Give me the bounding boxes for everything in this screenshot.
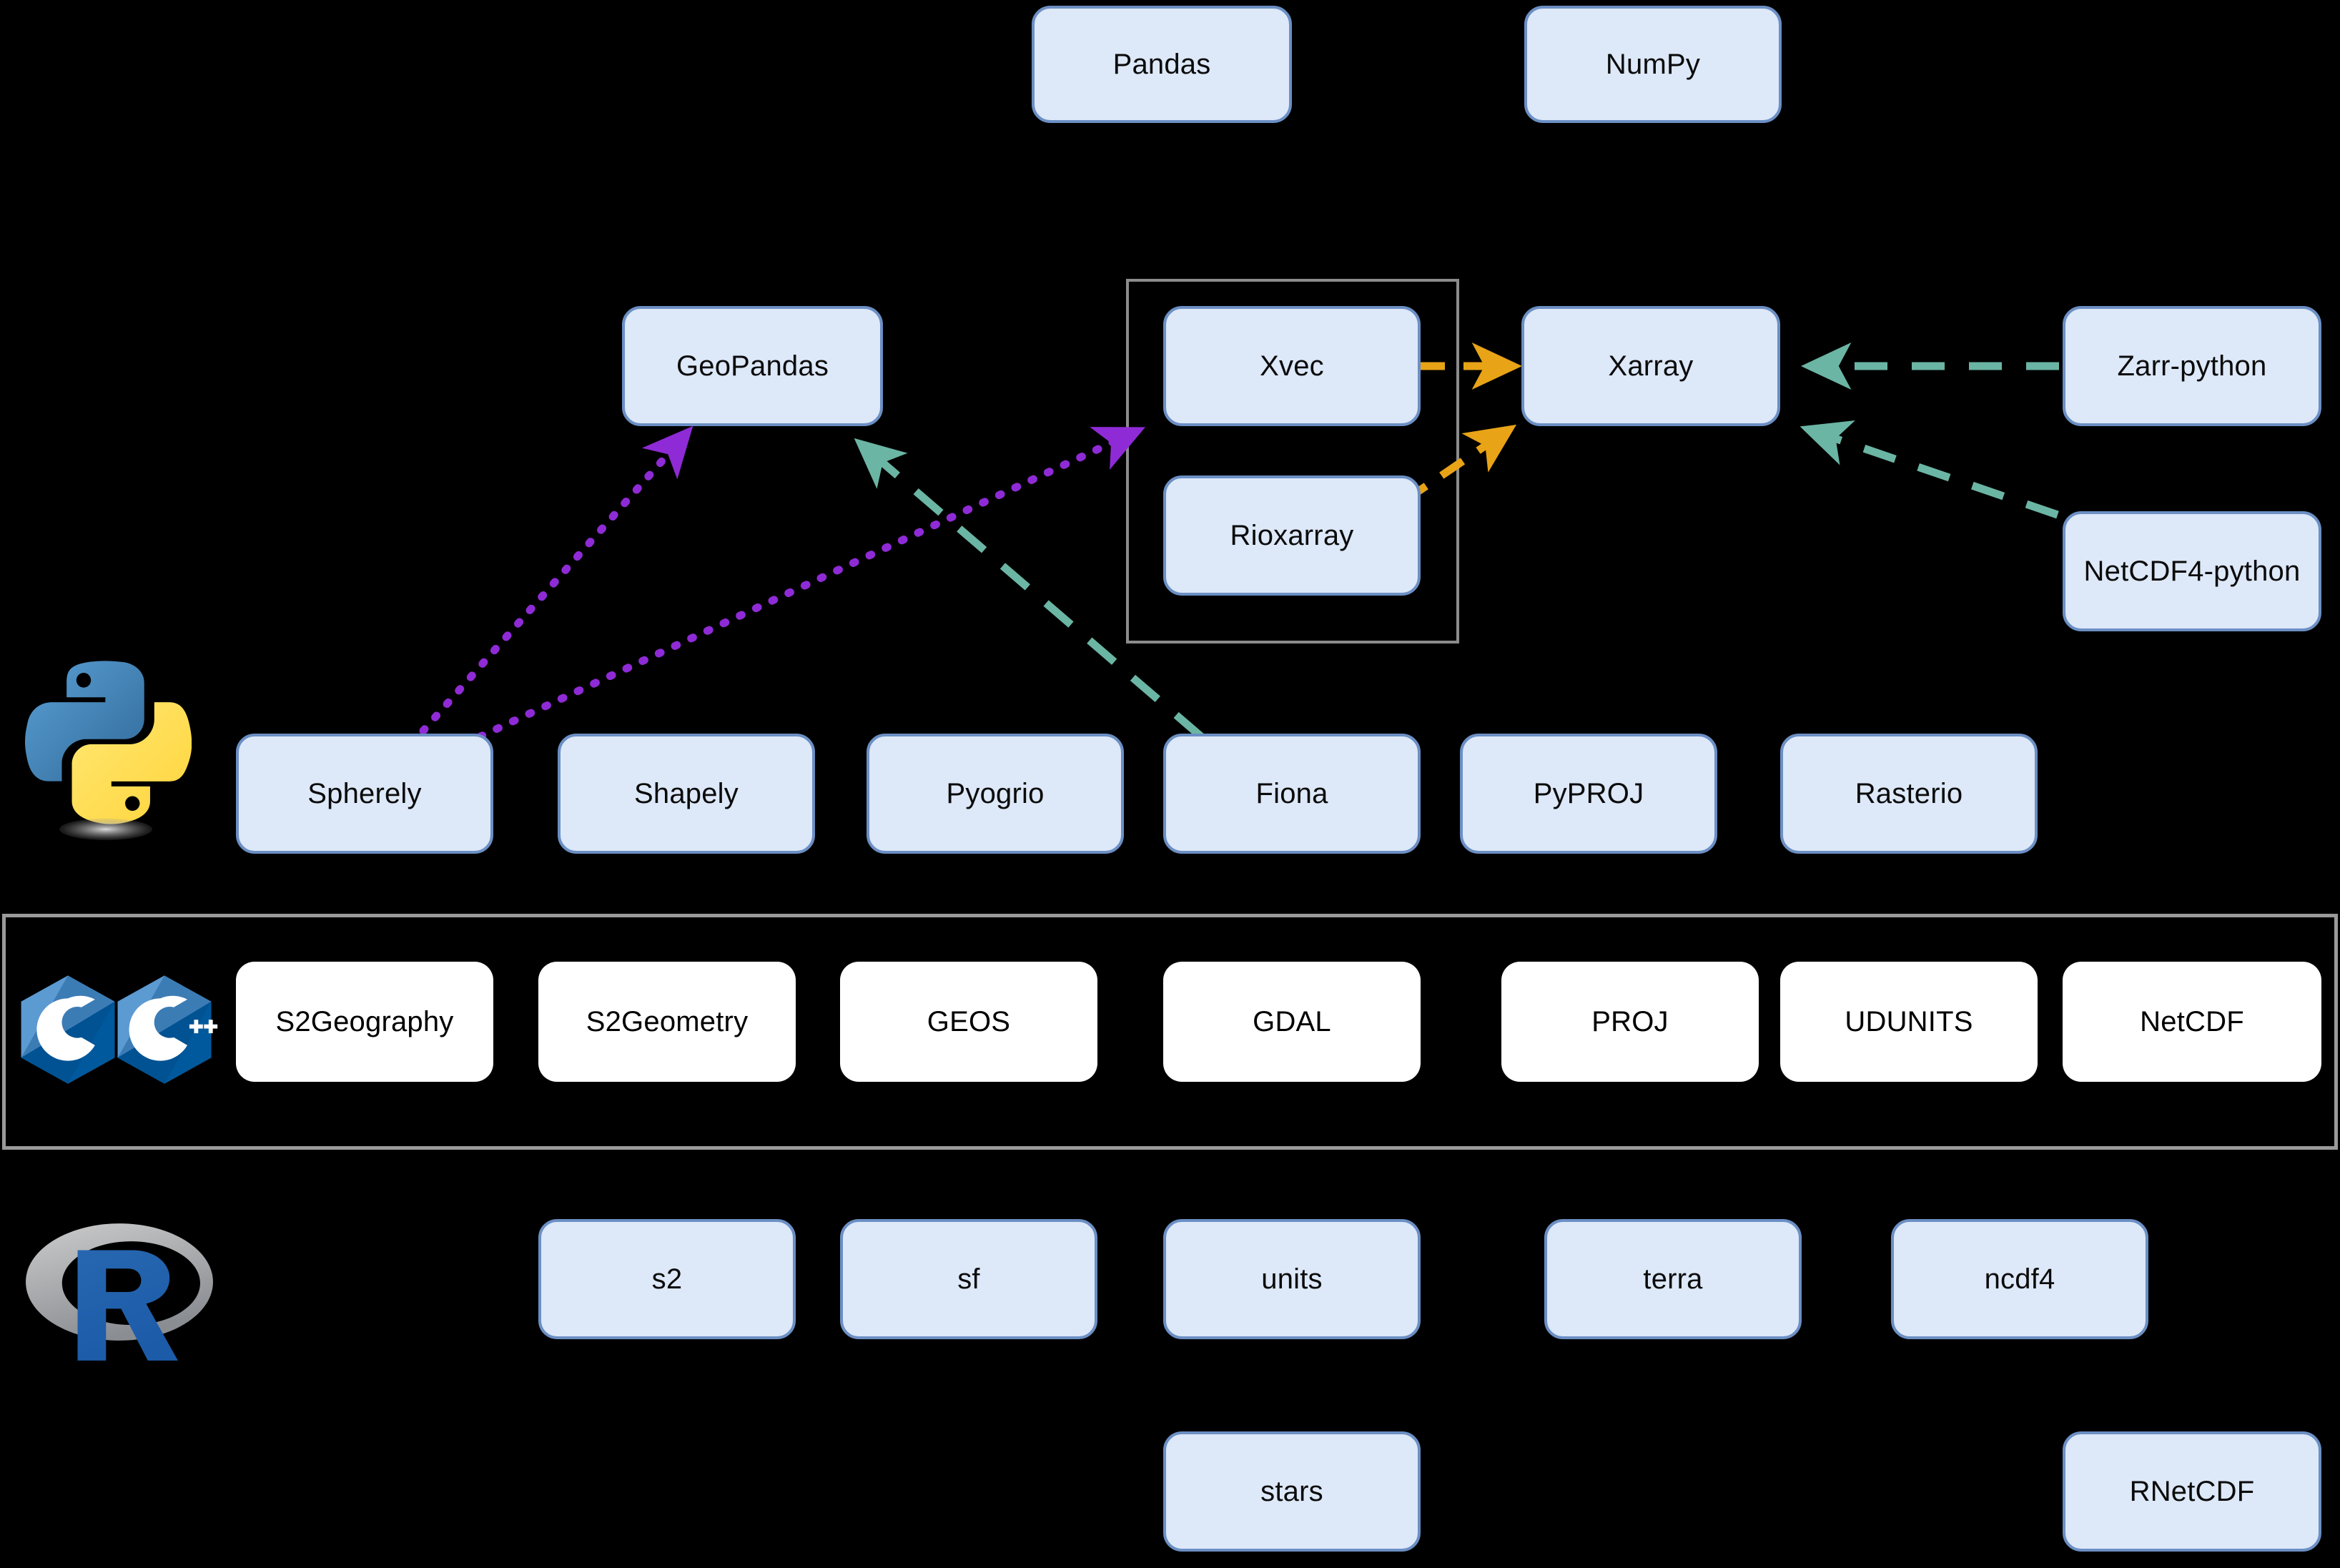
node-pyogrio[interactable]: Pyogrio — [867, 734, 1124, 854]
node-label: Spherely — [307, 778, 422, 809]
node-stars[interactable]: stars — [1163, 1431, 1421, 1552]
node-label: units — [1261, 1263, 1323, 1295]
node-ncdf4[interactable]: ncdf4 — [1891, 1219, 2148, 1339]
node-label: Pandas — [1112, 49, 1211, 80]
node-label: stars — [1260, 1476, 1323, 1507]
node-xvec[interactable]: Xvec — [1163, 306, 1421, 426]
node-rasterio[interactable]: Rasterio — [1780, 734, 2038, 854]
node-label: PyPROJ — [1533, 778, 1644, 809]
node-label: NumPy — [1605, 49, 1701, 80]
node-label: Rioxarray — [1230, 520, 1354, 551]
node-rnetcdf[interactable]: RNetCDF — [2063, 1431, 2321, 1552]
node-label: RNetCDF — [2129, 1476, 2255, 1507]
node-label: UDUNITS — [1845, 1006, 1973, 1037]
node-pandas[interactable]: Pandas — [1032, 6, 1292, 123]
node-numpy[interactable]: NumPy — [1524, 6, 1782, 123]
node-rioxarray[interactable]: Rioxarray — [1163, 475, 1421, 596]
node-s2geometry[interactable]: S2Geometry — [538, 962, 796, 1082]
node-label: S2Geometry — [586, 1006, 749, 1037]
python-logo — [20, 654, 192, 840]
node-label: NetCDF4-python — [2083, 556, 2301, 587]
node-label: PROJ — [1591, 1006, 1669, 1037]
node-label: s2 — [651, 1263, 683, 1295]
node-fiona[interactable]: Fiona — [1163, 734, 1421, 854]
node-zarr-python[interactable]: Zarr-python — [2063, 306, 2321, 426]
node-label: Fiona — [1255, 778, 1328, 809]
node-units[interactable]: units — [1163, 1219, 1421, 1339]
node-label: Xarray — [1608, 350, 1694, 382]
node-gdal[interactable]: GDAL — [1163, 962, 1421, 1082]
node-label: terra — [1643, 1263, 1703, 1295]
node-label: GeoPandas — [676, 350, 829, 382]
node-sf[interactable]: sf — [840, 1219, 1097, 1339]
node-label: Rasterio — [1855, 778, 1963, 809]
node-label: Shapely — [634, 778, 739, 809]
node-spherely[interactable]: Spherely — [236, 734, 493, 854]
node-shapely[interactable]: Shapely — [558, 734, 815, 854]
node-s2geography[interactable]: S2Geography — [236, 962, 493, 1082]
node-geopandas[interactable]: GeoPandas — [622, 306, 883, 426]
edge-spherely-to-geopandas — [419, 425, 693, 735]
node-udunits[interactable]: UDUNITS — [1780, 962, 2038, 1082]
c-cpp-band-frame — [2, 914, 2338, 1150]
node-label: ncdf4 — [1984, 1263, 2055, 1295]
node-label: Zarr-python — [2117, 350, 2267, 382]
cpp-logo — [111, 972, 218, 1087]
node-netcdf[interactable]: NetCDF — [2063, 962, 2321, 1082]
edge-netcdf4python-to-xarray — [1800, 420, 2059, 519]
node-label: S2Geography — [275, 1006, 454, 1037]
node-xarray[interactable]: Xarray — [1521, 306, 1780, 426]
node-label: sf — [957, 1263, 980, 1295]
node-pyproj[interactable]: PyPROJ — [1460, 734, 1717, 854]
node-label: GDAL — [1253, 1006, 1331, 1037]
node-proj[interactable]: PROJ — [1501, 962, 1759, 1082]
node-label: Pyogrio — [946, 778, 1045, 809]
edge-spherely-to-xvec — [476, 426, 1145, 741]
r-logo — [16, 1180, 223, 1394]
node-label: NetCDF — [2140, 1006, 2244, 1037]
node-geos[interactable]: GEOS — [840, 962, 1097, 1082]
node-label: GEOS — [927, 1006, 1011, 1037]
c-logo — [14, 972, 122, 1087]
node-netcdf4-python[interactable]: NetCDF4-python — [2063, 511, 2321, 631]
node-terra[interactable]: terra — [1544, 1219, 1802, 1339]
node-label: Xvec — [1260, 350, 1324, 382]
node-s2[interactable]: s2 — [538, 1219, 796, 1339]
